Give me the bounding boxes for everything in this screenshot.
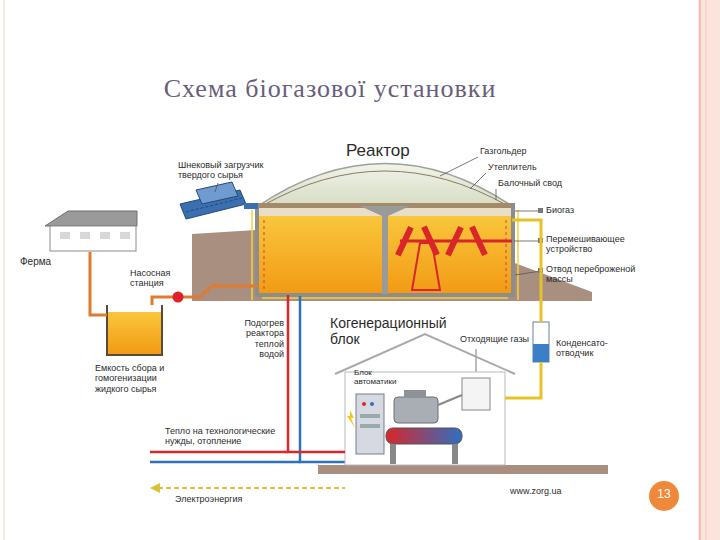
utility-lines xyxy=(150,296,345,493)
leader-lines xyxy=(215,157,541,377)
callout-label: Блок автоматики xyxy=(354,368,402,386)
screw-loader xyxy=(180,182,258,219)
callout-label: Шнековый загрузчик твердого сырья xyxy=(178,160,288,181)
pipe-connector xyxy=(90,252,107,315)
farm-building xyxy=(45,211,137,251)
node-label: Конденсато- отводчик xyxy=(556,338,618,359)
node-label: 13 xyxy=(648,488,680,502)
callout-label: Отвод переброженой массы xyxy=(546,264,638,285)
condensate-drain-node: Конденсато- отводчик xyxy=(532,322,550,362)
callout-label: Перемешивающее устройство xyxy=(546,234,638,255)
pipe-connector xyxy=(505,362,541,398)
callout-label: Балочный свод xyxy=(498,178,578,188)
node-label: Когенерационный блок xyxy=(330,315,455,347)
reactor-tank xyxy=(252,164,518,301)
collection-tank-node: Емкость сбора и гомогенизации жидкого сы… xyxy=(107,305,162,355)
callout-label: Отходящие газы xyxy=(460,334,540,344)
pipe-connector xyxy=(512,220,541,322)
callout-label: Насосная станция xyxy=(130,268,186,289)
collection-tank xyxy=(107,305,162,355)
node-label: Емкость сбора и гомогенизации жидкого сы… xyxy=(95,363,179,394)
cogeneration-house xyxy=(335,334,515,465)
node-label: Ферма xyxy=(20,256,64,268)
callout-label: Газгольдер xyxy=(480,146,560,156)
node-label: Реактор xyxy=(346,141,436,161)
pipe-connector xyxy=(152,286,258,305)
callout-label: Подогрев реактора теплой водой xyxy=(232,318,284,359)
pump-symbol xyxy=(173,292,184,303)
slide-title: Схема біогазової установки xyxy=(0,74,660,104)
callout-label: Утеплитель xyxy=(488,162,568,172)
farm-node: Ферма xyxy=(45,210,137,252)
mixer xyxy=(396,226,512,290)
callout-label: Тепло на технологические нужды, отоплени… xyxy=(165,426,287,447)
page-number-node: 13 xyxy=(648,480,680,512)
callout-label: www.zorg.ua xyxy=(510,486,590,496)
callout-label: Биогаз xyxy=(546,205,606,215)
reactor-node: Реактор xyxy=(258,205,512,295)
condensate-drain xyxy=(533,322,549,362)
callout-label: Электроэнергия xyxy=(175,494,265,504)
page-number-circle xyxy=(649,481,679,511)
